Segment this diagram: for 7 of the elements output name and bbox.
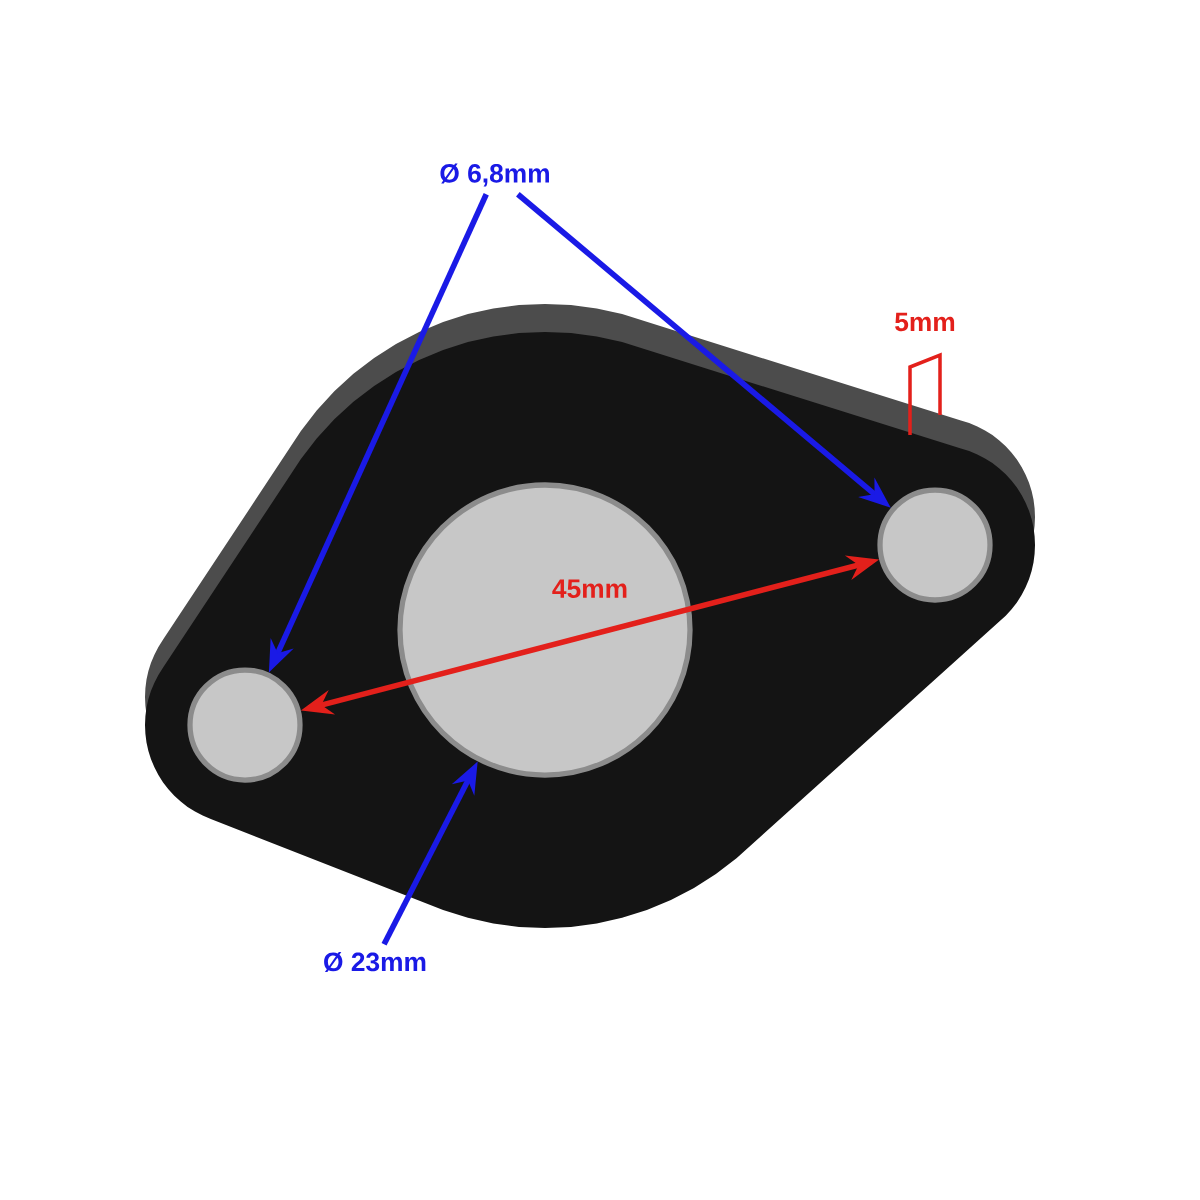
edge-label: 45mm: [552, 579, 627, 598]
dimension-label: Ø 23mm: [324, 952, 426, 972]
bolt-hole: [877, 487, 993, 603]
dimension-label: 5mm: [895, 312, 955, 332]
center-bore: [397, 482, 693, 778]
dimension-label: Ø 6,8mm: [440, 163, 549, 187]
bolt-hole: [187, 667, 303, 783]
